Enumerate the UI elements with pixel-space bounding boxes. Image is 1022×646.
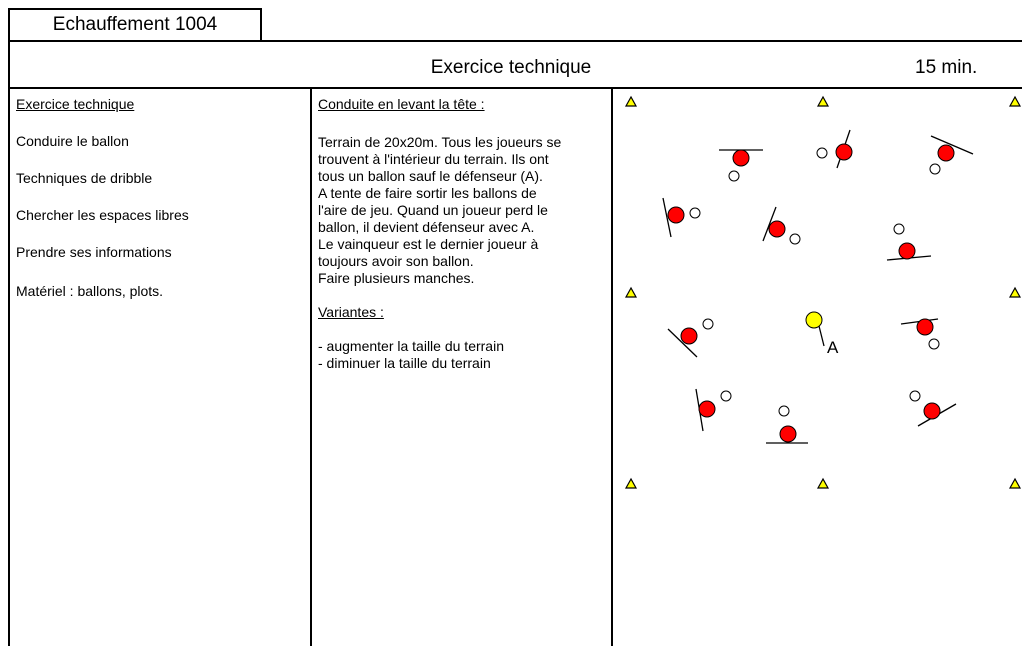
defender-label: A	[827, 338, 839, 357]
ball-icon	[909, 390, 921, 402]
description-line: trouvent à l'intérieur du terrain. Ils o…	[318, 151, 549, 167]
player-group	[667, 318, 714, 358]
ball-icon	[893, 223, 905, 235]
player-group	[816, 129, 853, 169]
player-group	[662, 197, 701, 238]
ball-icon	[928, 338, 940, 350]
session-title-box: Echauffement 1004	[8, 8, 262, 40]
variants-heading: Variantes :	[318, 304, 384, 320]
session-title: Echauffement 1004	[52, 14, 218, 35]
variant-item: - diminuer la taille du terrain	[318, 355, 491, 371]
player-icon	[916, 318, 934, 336]
player-group	[909, 390, 957, 427]
player-group	[929, 135, 974, 175]
player-group	[900, 318, 940, 350]
divider	[8, 87, 1022, 89]
cone-icon	[624, 286, 638, 298]
cones	[624, 95, 1022, 489]
description-line: Terrain de 20x20m. Tous les joueurs se	[318, 134, 562, 150]
divider	[310, 87, 312, 646]
player-group	[766, 405, 808, 444]
exercise-header-title: Exercice technique	[430, 57, 592, 78]
player-group	[762, 206, 801, 245]
description-line: l'aire de jeu. Quand un joueur perd le	[318, 202, 548, 218]
cone-icon	[624, 477, 638, 489]
instructions-heading: Conduite en levant la tête :	[318, 96, 485, 112]
ball-icon	[702, 318, 714, 330]
defender-group: A	[805, 311, 839, 357]
cone-icon	[816, 95, 830, 107]
ball-icon	[689, 207, 701, 219]
exercise-duration: 15 min.	[915, 57, 978, 78]
player-icon	[667, 206, 685, 224]
equipment-item: Matériel : ballons, plots.	[16, 283, 164, 299]
objective-item: Techniques de dribble	[16, 170, 153, 186]
player-icon	[898, 242, 916, 260]
ball-icon	[929, 163, 941, 175]
player-icon	[698, 400, 716, 418]
player-icon	[835, 143, 853, 161]
ball-icon	[720, 390, 732, 402]
player-icon	[779, 425, 797, 443]
player-icon	[937, 144, 955, 162]
objective-item: Conduire le ballon	[16, 133, 129, 149]
divider	[611, 87, 613, 646]
cone-icon	[1008, 477, 1022, 489]
cone-icon	[816, 477, 830, 489]
defender-icon	[805, 311, 823, 329]
description-line: ballon, il devient défenseur avec A.	[318, 219, 535, 235]
cone-icon	[624, 95, 638, 107]
player-icon	[732, 149, 750, 167]
description-line: Le vainqueur est le dernier joueur à	[318, 236, 539, 252]
field-diagram: A	[624, 95, 1022, 489]
description-line: A tente de faire sortir les ballons de	[318, 185, 537, 201]
divider	[8, 40, 1022, 42]
player-group	[886, 223, 932, 261]
ball-icon	[728, 170, 740, 182]
player-icon	[768, 220, 786, 238]
instructions: Conduite en levant la tête : Terrain de …	[318, 96, 608, 372]
objective-item: Chercher les espaces libres	[16, 207, 189, 223]
ball-icon	[816, 147, 828, 159]
variant-item: - augmenter la taille du terrain	[318, 338, 504, 354]
ball-icon	[789, 233, 801, 245]
cone-icon	[1008, 95, 1022, 107]
cone-icon	[1008, 286, 1022, 298]
objectives-heading: Exercice technique	[16, 96, 135, 112]
description-line: tous un ballon sauf le défenseur (A).	[318, 168, 543, 184]
player-icon	[680, 327, 698, 345]
player-icon	[923, 402, 941, 420]
divider	[8, 40, 10, 646]
description-line: toujours avoir son ballon.	[318, 253, 474, 269]
player-group	[695, 388, 732, 432]
description-line: Faire plusieurs manches.	[318, 270, 475, 286]
player-group	[719, 149, 763, 182]
objective-item: Prendre ses informations	[16, 244, 172, 260]
ball-icon	[778, 405, 790, 417]
